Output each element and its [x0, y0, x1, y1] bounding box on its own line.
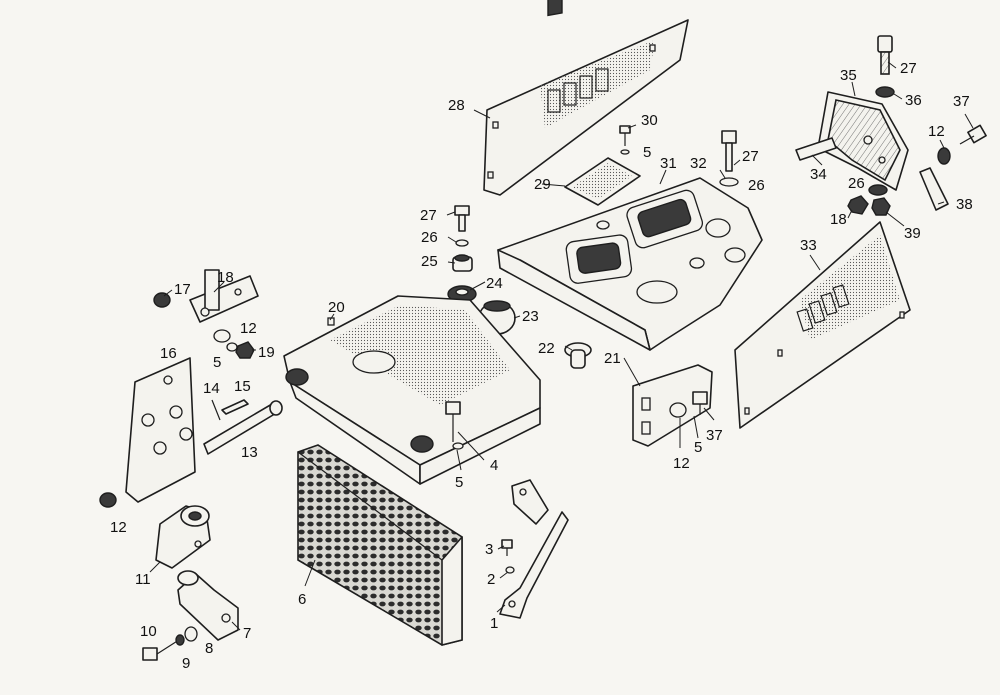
part-8-washer [184, 626, 198, 642]
callout-4: 4 [490, 457, 498, 474]
callout-17: 17 [174, 281, 191, 298]
callout-22: 22 [538, 340, 555, 357]
part-19-nut [235, 341, 255, 359]
part-14-cotter [211, 399, 221, 421]
callout-2: 2 [487, 571, 495, 588]
part-39-nut [871, 197, 891, 216]
part-29-cover-plate [564, 157, 641, 206]
callout-27c: 27 [900, 60, 917, 77]
callout-5d: 5 [694, 439, 702, 456]
part-1-strut [499, 479, 569, 619]
callout-14: 14 [203, 380, 220, 397]
part-9-washer [175, 634, 185, 646]
callout-5b: 5 [643, 144, 651, 161]
callout-1: 1 [490, 615, 498, 632]
callout-19: 19 [258, 344, 275, 361]
callout-18b: 18 [830, 211, 847, 228]
part-12-washer-left-top [213, 329, 231, 343]
callout-36: 36 [905, 92, 922, 109]
callout-12c: 12 [673, 455, 690, 472]
part-27-bolt-right [877, 35, 893, 75]
part-17-bolt-head [153, 292, 171, 308]
callout-35: 35 [840, 67, 857, 84]
callout-6: 6 [298, 591, 306, 608]
callout-26c: 26 [848, 175, 865, 192]
callout-27b: 27 [742, 148, 759, 165]
part-31-hood-plate [497, 177, 763, 351]
part-26-washer-left [455, 239, 469, 247]
callout-32: 32 [690, 155, 707, 172]
part-5-washer-left [226, 342, 238, 352]
part-11-hinge [155, 505, 211, 569]
part-2-washer [505, 566, 515, 574]
callout-10: 10 [140, 623, 157, 640]
part-26-washer-right [868, 184, 888, 196]
part-4-bolt [445, 401, 461, 442]
part-15-clip [221, 399, 249, 415]
part-7-hinge [177, 570, 239, 641]
callout-33: 33 [800, 237, 817, 254]
part-18-bracket-left [189, 269, 259, 323]
part-27-bolt-middle [719, 130, 739, 187]
part-35-bracket [817, 91, 909, 191]
callout-7: 7 [243, 625, 251, 642]
callout-16: 16 [160, 345, 177, 362]
callout-labels: 1 2 3 4 5 5 5 5 6 7 8 9 10 11 12 12 12 1… [110, 60, 973, 672]
callout-23: 23 [522, 308, 539, 325]
leader-lines [149, 61, 974, 631]
callout-5a: 5 [455, 474, 463, 491]
callout-31: 31 [660, 155, 677, 172]
part-6-radiator-grille [297, 444, 463, 646]
callout-9: 9 [182, 655, 190, 672]
callout-18a: 18 [217, 269, 234, 286]
part-30-bolt [619, 125, 631, 155]
part-5-washer-cowl [452, 442, 464, 450]
part-12-washer-right [937, 147, 951, 165]
part-25-rubber-bushing [452, 254, 473, 272]
callout-15: 15 [234, 378, 251, 395]
callout-12d: 12 [928, 123, 945, 140]
part-36-washer [875, 86, 895, 98]
part-37-bolt-right [959, 124, 987, 145]
callout-28: 28 [448, 97, 465, 114]
callout-11: 11 [135, 571, 151, 588]
part-18-nut-right [847, 195, 869, 215]
callout-8: 8 [205, 640, 213, 657]
callout-12a: 12 [110, 519, 127, 536]
part-34-clip [795, 137, 837, 161]
part-24-ring [447, 285, 477, 303]
part-3-bolt [501, 539, 513, 556]
callout-38: 38 [956, 196, 973, 213]
callout-37b: 37 [706, 427, 723, 444]
callout-21: 21 [604, 350, 621, 367]
part-20-cowl [283, 295, 541, 485]
part-37-bolt-bracket [692, 391, 708, 415]
part-38-latch [919, 167, 949, 211]
callout-27a: 27 [420, 207, 437, 224]
callout-13: 13 [241, 444, 258, 461]
callout-12b: 12 [240, 320, 257, 337]
part-12-washer-left-bottom [99, 492, 117, 508]
callout-29: 29 [534, 176, 551, 193]
part-33-side-panel [734, 221, 911, 429]
callout-39: 39 [904, 225, 921, 242]
callout-20: 20 [328, 299, 345, 316]
part-16-side-plate [125, 357, 196, 503]
callout-3: 3 [485, 541, 493, 558]
part-22-plug [564, 342, 592, 369]
callout-25: 25 [421, 253, 438, 270]
callout-37a: 37 [953, 93, 970, 110]
callout-34: 34 [810, 166, 827, 183]
callout-30: 30 [641, 112, 658, 129]
part-13-pin [203, 400, 283, 455]
part-12-washer-right-bracket [669, 402, 687, 418]
part-27-bolt-left [454, 205, 470, 232]
callout-26a: 26 [421, 229, 438, 246]
part-28-side-panel [483, 0, 689, 196]
callout-24: 24 [486, 275, 503, 292]
callout-26b: 26 [748, 177, 765, 194]
callout-5c: 5 [213, 354, 221, 371]
